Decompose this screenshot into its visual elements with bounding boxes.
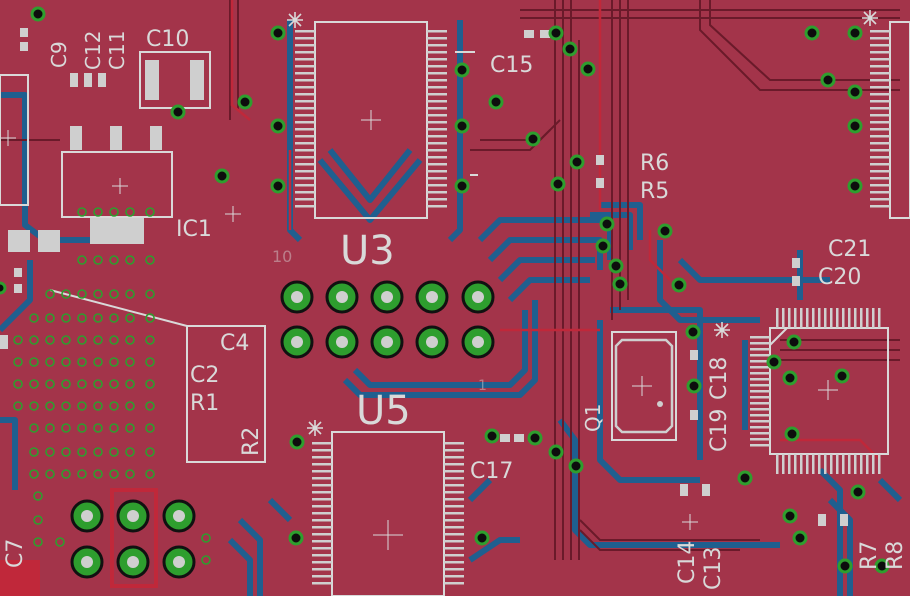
crosshair-origin-icon bbox=[0, 110, 838, 550]
label-c18: C18 bbox=[707, 357, 732, 400]
label-one: 1 bbox=[478, 378, 487, 394]
label-r5: R5 bbox=[640, 179, 669, 204]
header-pins bbox=[70, 280, 495, 588]
label-r6: R6 bbox=[640, 151, 669, 176]
u5-left-pads bbox=[312, 442, 332, 585]
label-r8: R8 bbox=[883, 541, 908, 570]
u3-left-pads bbox=[295, 30, 315, 208]
thermal-via-grid bbox=[13, 207, 211, 565]
label-c9: C9 bbox=[47, 41, 71, 68]
label-r7: R7 bbox=[857, 541, 882, 570]
top-layer-traces-bright bbox=[230, 0, 881, 461]
vias bbox=[0, 6, 890, 574]
label-c14: C14 bbox=[675, 541, 700, 584]
silkscreen-outlines bbox=[0, 21, 910, 596]
qfp-top-pads bbox=[776, 308, 881, 328]
label-u3: U3 bbox=[340, 228, 395, 274]
bottom-layer-traces bbox=[0, 20, 903, 596]
label-r2: R2 bbox=[239, 427, 264, 456]
label-c19: C19 bbox=[707, 409, 732, 452]
label-ic1: IC1 bbox=[176, 217, 212, 242]
label-c15: C15 bbox=[490, 53, 533, 78]
label-c7: C7 bbox=[3, 539, 28, 568]
label-c20: C20 bbox=[818, 265, 861, 290]
label-c21: C21 bbox=[828, 237, 871, 262]
label-c13: C13 bbox=[701, 547, 726, 590]
label-r1: R1 bbox=[190, 391, 219, 416]
qfp-left-pads bbox=[750, 336, 770, 447]
label-c2: C2 bbox=[190, 363, 219, 388]
pin1-star-marker-icon bbox=[287, 10, 878, 436]
u3-right-pads bbox=[427, 30, 447, 208]
label-c17: C17 bbox=[470, 459, 513, 484]
u5-right-pads bbox=[444, 442, 464, 585]
right-ic-left-pads bbox=[870, 30, 890, 208]
qfp-bottom-pads bbox=[776, 454, 881, 474]
ic-pads bbox=[0, 28, 890, 585]
label-c12: C12 bbox=[81, 31, 105, 70]
c7-copper-area bbox=[0, 560, 40, 596]
passive-pads bbox=[0, 28, 848, 526]
label-q1: Q1 bbox=[581, 404, 605, 432]
label-c4: C4 bbox=[220, 331, 249, 356]
label-c11: C11 bbox=[105, 31, 129, 70]
silkscreen-labels: C9 C12 C11 C10 C15 R6 R5 IC1 U3 10 C21 C… bbox=[3, 27, 908, 590]
crystal-q1 bbox=[614, 338, 674, 434]
label-ten: 10 bbox=[272, 247, 292, 266]
label-u5: U5 bbox=[356, 388, 411, 434]
label-c10: C10 bbox=[146, 27, 189, 52]
